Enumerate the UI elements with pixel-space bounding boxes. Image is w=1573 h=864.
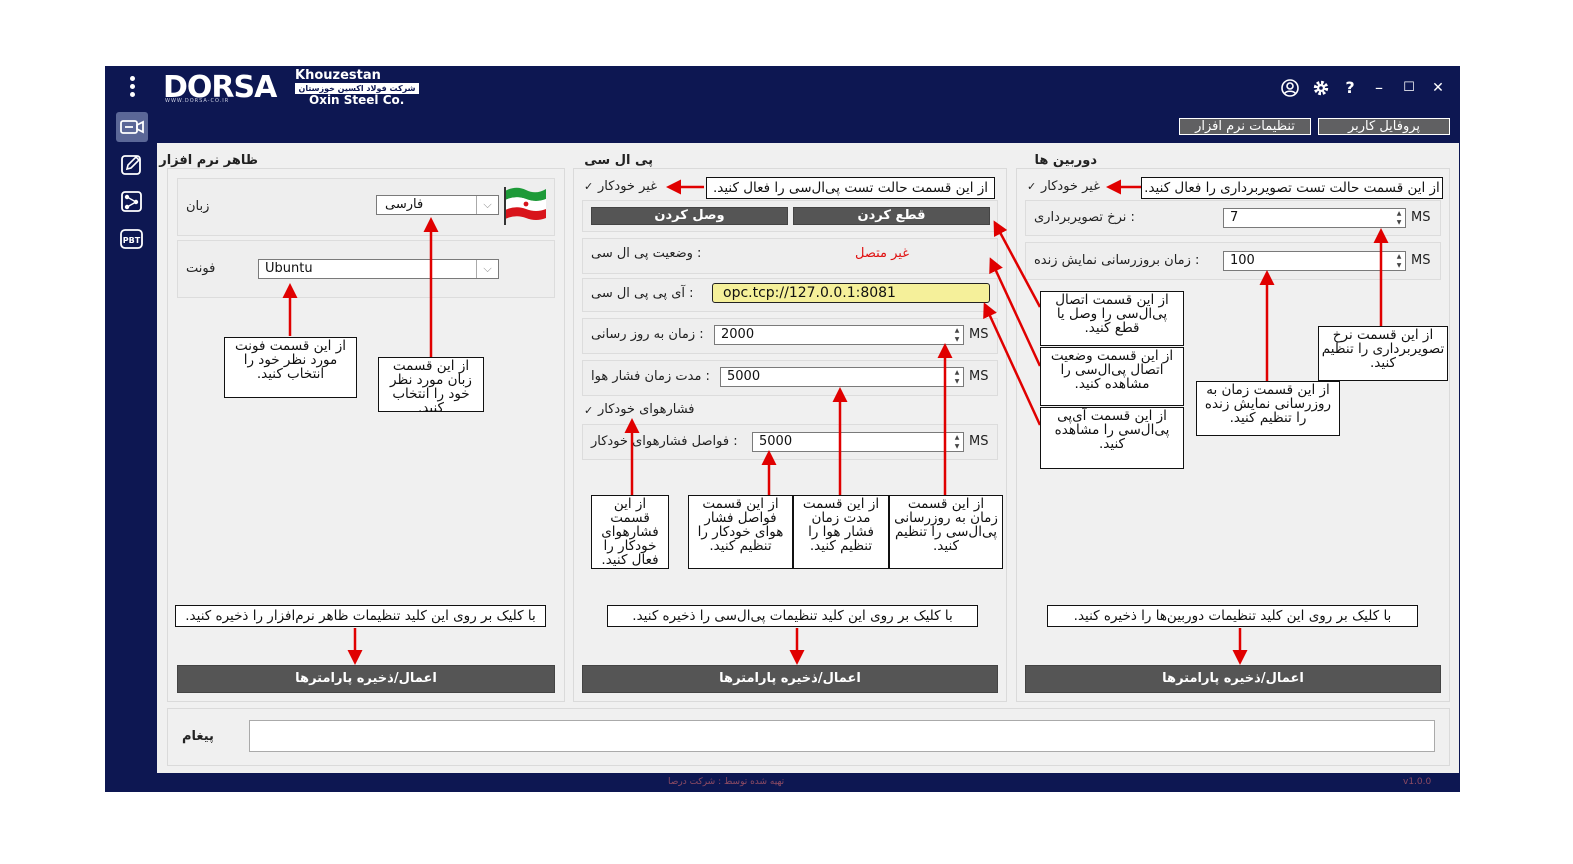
camera-rate-unit: MS (1411, 210, 1431, 225)
callout-plc-ip: از این قسمت آی‌پی پی‌ال‌سی را مشاهده کنی… (1040, 407, 1184, 469)
iran-flag-icon (504, 185, 548, 227)
message-label: پیغام (182, 729, 214, 744)
footer-credit: تهیه شده توسط : شرکت درصا (668, 777, 785, 787)
spinner-arrows-icon[interactable]: ▲▼ (954, 327, 960, 343)
chevron-down-icon: ⌵ (476, 196, 498, 214)
message-field (249, 720, 1435, 752)
callout-plc-save: با کلیک بر روی این کلید تنظیمات پی‌ال‌سی… (607, 605, 978, 627)
appearance-title: ظاهر نرم افزار (159, 153, 258, 168)
dorsa-logo: DORSA (163, 70, 277, 105)
language-label: زبان (186, 199, 210, 214)
font-value: Ubuntu (265, 261, 313, 276)
sidebar-item-edit[interactable] (116, 150, 148, 180)
plc-auto-label: غیر خودکار (598, 179, 657, 194)
plc-interval-value: 5000 (759, 434, 793, 449)
kebab-menu-icon[interactable] (125, 75, 139, 101)
appearance-apply-button[interactable]: اعمال/ذخیره پارامترها (177, 665, 555, 693)
plc-disconnect-button[interactable]: قطع کردن (793, 207, 990, 225)
callout-language: از این قسمت زبان مورد نظر خود را انتخاب … (378, 357, 484, 412)
plc-status-label: : وضعیت پی ال سی (591, 246, 702, 261)
camera-live-unit: MS (1411, 253, 1431, 268)
font-combobox[interactable]: Ubuntu ⌵ (258, 259, 499, 279)
company-logo-line2: Oxin Steel Co. (309, 93, 405, 107)
callout-camera-save: با کلیک بر روی این کلید تنظیمات دوربین‌ه… (1047, 605, 1418, 627)
maximize-icon[interactable]: ☐ (1403, 80, 1415, 95)
sidebar-item-camera[interactable] (116, 112, 148, 142)
callout-camera-live: از این قسمت زمان به روزرسانی نمایش زنده … (1196, 381, 1340, 436)
plc-refresh-unit: MS (969, 327, 989, 342)
help-icon[interactable]: ? (1345, 78, 1355, 97)
sidebar-item-pbt[interactable]: PBT (116, 224, 148, 254)
callout-refresh: از این قسمت زمان به روزرسانی پی‌ال‌سی را… (889, 495, 1003, 569)
camera-live-value: 100 (1230, 253, 1255, 268)
plc-interval-label: : فواصل فشارهوای خودکار (591, 434, 738, 449)
camera-auto-checkbox[interactable]: ✓ (1027, 180, 1037, 193)
camera-auto-label: غیر خودکار (1041, 179, 1100, 194)
close-icon[interactable]: ✕ (1432, 80, 1444, 96)
plc-ip-field[interactable]: opc.tcp://127.0.0.1:8081 (712, 283, 990, 303)
plc-status-value: غیر متصل (855, 246, 910, 261)
plc-air-input[interactable]: 5000 ▲▼ (720, 367, 964, 387)
plc-apply-button[interactable]: اعمال/ذخیره پارامترها (582, 665, 998, 693)
spinner-arrows-icon[interactable]: ▲▼ (954, 434, 960, 450)
plc-air-unit: MS (969, 369, 989, 384)
callout-camera-rate: از این قسمت نرخ تصویربرداری را تنظیم کنی… (1318, 326, 1448, 381)
camera-live-label: : زمان بروزرسانی نمایش زنده (1034, 253, 1200, 268)
user-circle-icon[interactable] (1280, 78, 1300, 98)
pbt-label: PBT (123, 236, 141, 245)
sidebar-item-share[interactable] (116, 187, 148, 217)
company-logo-line1: Khouzestan (295, 68, 381, 83)
camera-rate-input[interactable]: 7 ▲▼ (1223, 208, 1406, 228)
plc-interval-unit: MS (969, 434, 989, 449)
chevron-down-icon: ⌵ (476, 260, 498, 278)
tab-user-profile[interactable]: پروفایل کاربر (1318, 118, 1450, 135)
plc-air-label: : مدت زمان فشار هوا (591, 369, 710, 384)
dorsa-logo-url: WWW.DORSA-CO.IR (165, 98, 230, 104)
camera-rate-label: : نرخ تصویربرداری (1034, 210, 1135, 225)
pbt-icon: PBT (120, 229, 143, 249)
gear-icon[interactable] (1311, 78, 1331, 98)
language-combobox[interactable]: فارسی ⌵ (376, 195, 499, 215)
camera-live-input[interactable]: 100 ▲▼ (1223, 251, 1406, 271)
plc-connect-button[interactable]: وصل کردن (591, 207, 788, 225)
cameras-title: دوربین ها (1034, 153, 1097, 168)
plc-auto-checkbox[interactable]: ✓ (584, 180, 594, 193)
sidebar: PBT (105, 110, 157, 792)
callout-plc-test: از این قسمت حالت تست پی‌ال‌سی را فعال کن… (706, 177, 995, 199)
callout-interval: از این قسمت فواصل فشار هوای خودکار را تن… (688, 495, 793, 569)
plc-refresh-input[interactable]: 2000 ▲▼ (714, 325, 964, 345)
plc-refresh-label: : زمان به روز رسانی (591, 327, 704, 342)
minimize-icon[interactable]: – (1375, 78, 1383, 97)
callout-plc-status: از این قسمت وضعیت اتصال پی‌ال‌سی را مشاه… (1040, 347, 1184, 406)
edit-icon (121, 155, 141, 175)
plc-auto-pressure-checkbox[interactable]: ✓ (584, 404, 594, 417)
plc-air-value: 5000 (727, 369, 761, 384)
plc-auto-pressure-label: فشارهوای خودکار (598, 402, 695, 417)
plc-title: پی ال سی (584, 153, 653, 168)
camera-icon (120, 120, 144, 134)
plc-refresh-value: 2000 (721, 327, 755, 342)
camera-rate-value: 7 (1230, 210, 1239, 225)
callout-font: از این قسمت فونت مورد نظر خود را انتخاب … (224, 337, 357, 398)
language-value: فارسی (385, 197, 424, 212)
company-logo-fa: شرکت فولاد اکسین خوزستان (295, 83, 419, 94)
spinner-arrows-icon[interactable]: ▲▼ (954, 369, 960, 385)
tab-software-settings[interactable]: تنظیمات نرم افزار (1179, 118, 1311, 135)
footer-version: v1.0.0 (1403, 777, 1432, 787)
spinner-arrows-icon[interactable]: ▲▼ (1396, 210, 1402, 226)
callout-camera-test: از این قسمت حالت تست تصویربرداری را فعال… (1141, 177, 1443, 199)
callout-air-time: از این قسمت مدت زمان فشار هوا را تنظیم ک… (793, 495, 889, 569)
spinner-arrows-icon[interactable]: ▲▼ (1396, 253, 1402, 269)
plc-interval-input[interactable]: 5000 ▲▼ (752, 432, 964, 452)
cameras-apply-button[interactable]: اعمال/ذخیره پارامترها (1025, 665, 1441, 693)
plc-ip-label: : آی پی پی ال سی (591, 286, 694, 301)
font-label: فونت (186, 261, 216, 276)
title-bar: DORSA WWW.DORSA-CO.IR Khouzestan شرکت فو… (105, 66, 1460, 110)
callout-auto-pressure: از این قسمت فشارهوای خودکار را فعال کنید… (591, 495, 669, 569)
callout-appearance-save: با کلیک بر روی این کلید تنظیمات ظاهر نرم… (175, 605, 546, 627)
share-icon (121, 191, 142, 212)
callout-plc-connect: از این قسمت اتصال پی‌ال‌سی را وصل یا قطع… (1040, 291, 1184, 346)
plc-status-row (582, 238, 998, 274)
